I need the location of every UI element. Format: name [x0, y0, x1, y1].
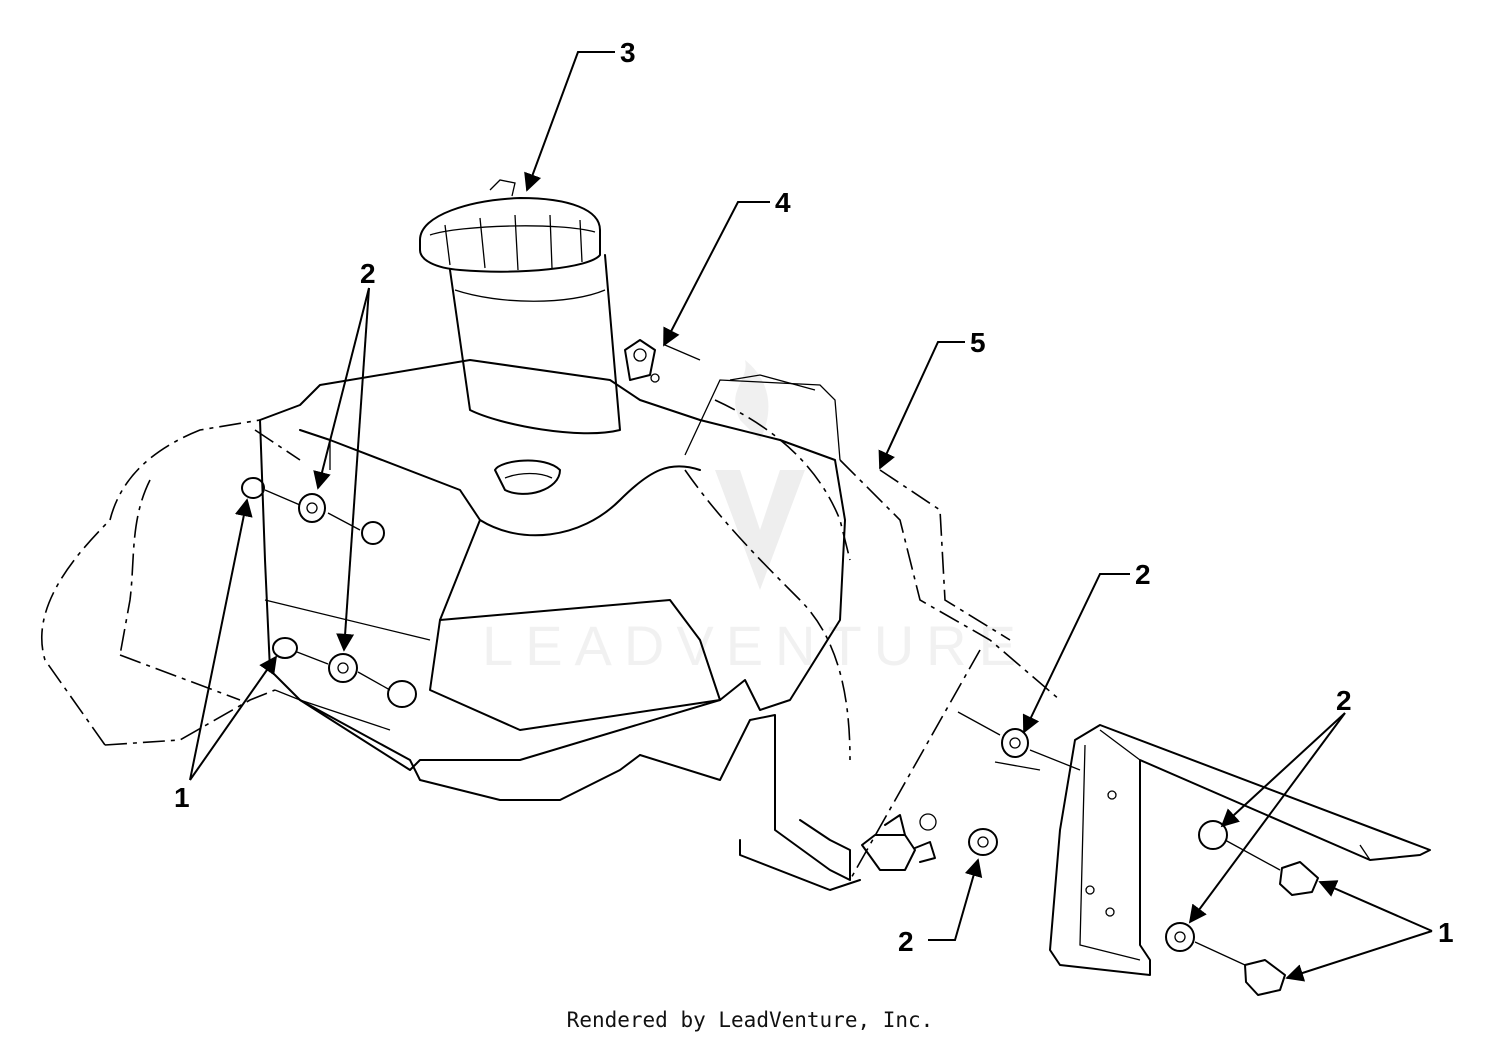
- callout-2-bottom: 2: [898, 926, 914, 957]
- fuel-cap: [419, 179, 601, 273]
- watermark-text: LEADVENTURE: [482, 614, 1028, 677]
- hardware-right: [957, 711, 1319, 996]
- bolt-upper-left: [241, 477, 265, 499]
- watermark-logo: LEADVENTURE: [482, 360, 1028, 677]
- bolt-right-lower: [1244, 959, 1286, 996]
- leader-lines: [189, 51, 1433, 982]
- washer-bottom: [968, 828, 998, 856]
- washer-right-lower: [1165, 922, 1195, 952]
- callout-1-left: 1: [174, 782, 190, 813]
- callout-2-right-low: 2: [1336, 685, 1352, 716]
- washer-right-mid: [1001, 728, 1029, 758]
- filler-neck: [449, 254, 621, 435]
- callout-labels: 3 4 5 2 2 2 2 1 1: [174, 37, 1454, 957]
- bolt-lower-left: [272, 637, 298, 659]
- mounting-bracket: [1049, 724, 1431, 976]
- bolt-right-upper: [1279, 861, 1319, 896]
- render-caption: Rendered by LeadVenture, Inc.: [566, 1008, 934, 1032]
- phantom-frame-outline: [40, 399, 1061, 881]
- hardware-left: [241, 477, 417, 708]
- washer-lower-left: [328, 653, 358, 683]
- washer-right-upper: [1198, 820, 1228, 850]
- washer-upper-left: [298, 493, 326, 523]
- callout-2-right-mid: 2: [1135, 559, 1151, 590]
- callout-1-right: 1: [1438, 917, 1454, 948]
- callout-5: 5: [970, 327, 986, 358]
- vent-fitting: [624, 339, 701, 383]
- shutoff-valve: [861, 813, 937, 871]
- callout-3: 3: [620, 37, 636, 68]
- callout-2-upper-left: 2: [360, 258, 376, 289]
- callout-4: 4: [775, 187, 791, 218]
- fuel-tank: [259, 359, 861, 891]
